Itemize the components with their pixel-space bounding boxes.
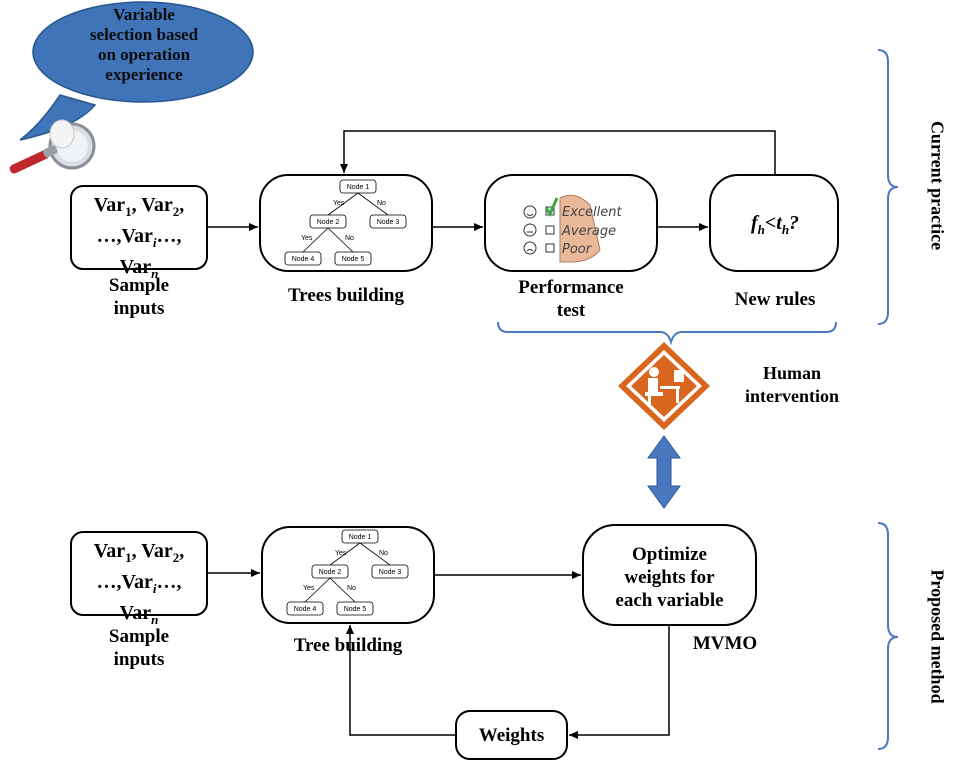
mvmo-label: MVMO [692, 633, 758, 654]
bubble-text: Variable selection based on operation ex… [89, 5, 199, 84]
svg-text:No: No [345, 235, 354, 242]
svg-text:No: No [379, 550, 388, 557]
svg-text:No: No [377, 200, 386, 207]
svg-text:Node 5: Node 5 [344, 606, 367, 613]
svg-text:Node 2: Node 2 [319, 569, 342, 576]
current-practice-label: Current practice [927, 120, 948, 251]
svg-text:Yes: Yes [333, 200, 345, 207]
tree-building-label: Tree building [293, 635, 403, 656]
svg-text:Node 1: Node 1 [347, 184, 370, 191]
rule-formula: fh<th? [750, 212, 800, 237]
svg-text:No: No [347, 585, 356, 592]
new-rules-box [709, 174, 839, 272]
svg-text:Node 4: Node 4 [294, 606, 317, 613]
double-arrow-icon [647, 435, 681, 509]
svg-text:Node 5: Node 5 [342, 256, 365, 263]
weights-label: Weights [478, 725, 545, 746]
sample-vars-top: Var1, Var2, …,Vari…, Varn [93, 194, 185, 281]
human-intervention-sign-icon [618, 342, 710, 430]
tree-diagram-top: Node 1 Node 2 Node 3 Node 4 Node 5 Yes N… [284, 179, 407, 266]
svg-text:Yes: Yes [301, 235, 313, 242]
new-rules-label: New rules [734, 289, 816, 310]
svg-text:Poor: Poor [562, 242, 593, 257]
proposed-method-label: Proposed method [927, 569, 948, 704]
svg-text:Average: Average [561, 224, 616, 239]
svg-text:Yes: Yes [303, 585, 315, 592]
optimize-weights-text: Optimize weights for each variable [615, 544, 724, 611]
magnifier-person-icon [9, 119, 96, 174]
brace-proposed [877, 522, 899, 750]
tree-diagram-bottom: Node 1 Node 2 Node 3 Node 4 Node 5 Yes N… [286, 529, 409, 616]
arrow-optimize-to-weights [569, 625, 670, 739]
svg-text:Node 1: Node 1 [349, 534, 372, 541]
svg-text:Node 2: Node 2 [317, 219, 340, 226]
brace-current [877, 49, 899, 325]
feedback-arrow-top [340, 130, 776, 175]
trees-building-label: Trees building [288, 285, 404, 306]
sample-inputs-label-top: Sample inputs [108, 275, 170, 319]
bracket-bottom [497, 321, 837, 346]
arrow-weights-to-tree [346, 625, 456, 736]
sample-vars-bottom: Var1, Var2, …,Vari…, Varn [93, 540, 185, 627]
sample-inputs-label-bottom: Sample inputs [108, 626, 170, 670]
performance-test-label: Performance test [518, 277, 624, 321]
svg-text:Yes: Yes [335, 550, 347, 557]
svg-text:Node 4: Node 4 [292, 256, 315, 263]
speech-bubble [19, 1, 254, 141]
svg-text:Node 3: Node 3 [377, 219, 400, 226]
svg-text:Node 3: Node 3 [379, 569, 402, 576]
human-intervention-label: Human intervention [745, 363, 839, 406]
performance-checklist-icon: Excellent Average Poor [523, 194, 623, 263]
svg-text:Excellent: Excellent [562, 205, 623, 220]
